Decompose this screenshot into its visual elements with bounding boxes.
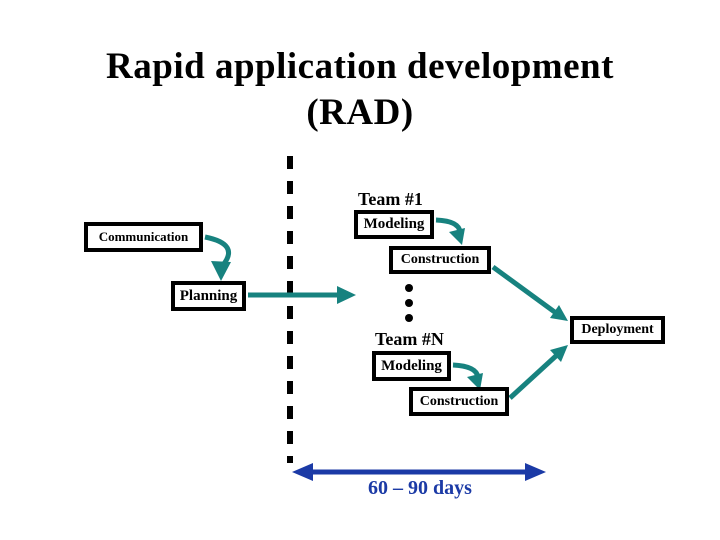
box-deployment: Deployment: [570, 316, 665, 344]
page-title-line-2: (RAD): [306, 92, 414, 133]
box-construction-teamN: Construction: [409, 387, 509, 416]
teamN-label: Team #N: [375, 329, 444, 349]
box-communication: Communication: [84, 222, 203, 252]
ellipsis-dot: [405, 314, 413, 322]
ellipsis-dot: [405, 284, 413, 292]
arrow-modeling1-to-construction1: [435, 217, 465, 245]
page-title: Rapid application development (RAD): [0, 44, 720, 136]
timeline-label: 60 – 90 days: [368, 477, 472, 499]
arrow-communication-to-planning: [204, 234, 231, 281]
arrow-planning-to-teams: [248, 286, 356, 304]
arrow-modelingN-to-constructionN: [452, 362, 483, 390]
ellipsis-dot: [405, 299, 413, 307]
timeline-double-arrow: [292, 463, 546, 481]
box-planning: Planning: [171, 281, 246, 311]
ellipsis-dots: [405, 284, 413, 322]
arrow-construction1-to-deployment: [491, 264, 568, 321]
team1-label: Team #1: [358, 189, 423, 209]
box-modeling-team1: Modeling: [354, 210, 434, 239]
page-title-line-1: Rapid application development: [106, 46, 614, 87]
box-modeling-teamN: Modeling: [372, 351, 451, 381]
arrow-constructionN-to-deployment: [508, 345, 568, 400]
box-construction-team1: Construction: [389, 246, 491, 274]
